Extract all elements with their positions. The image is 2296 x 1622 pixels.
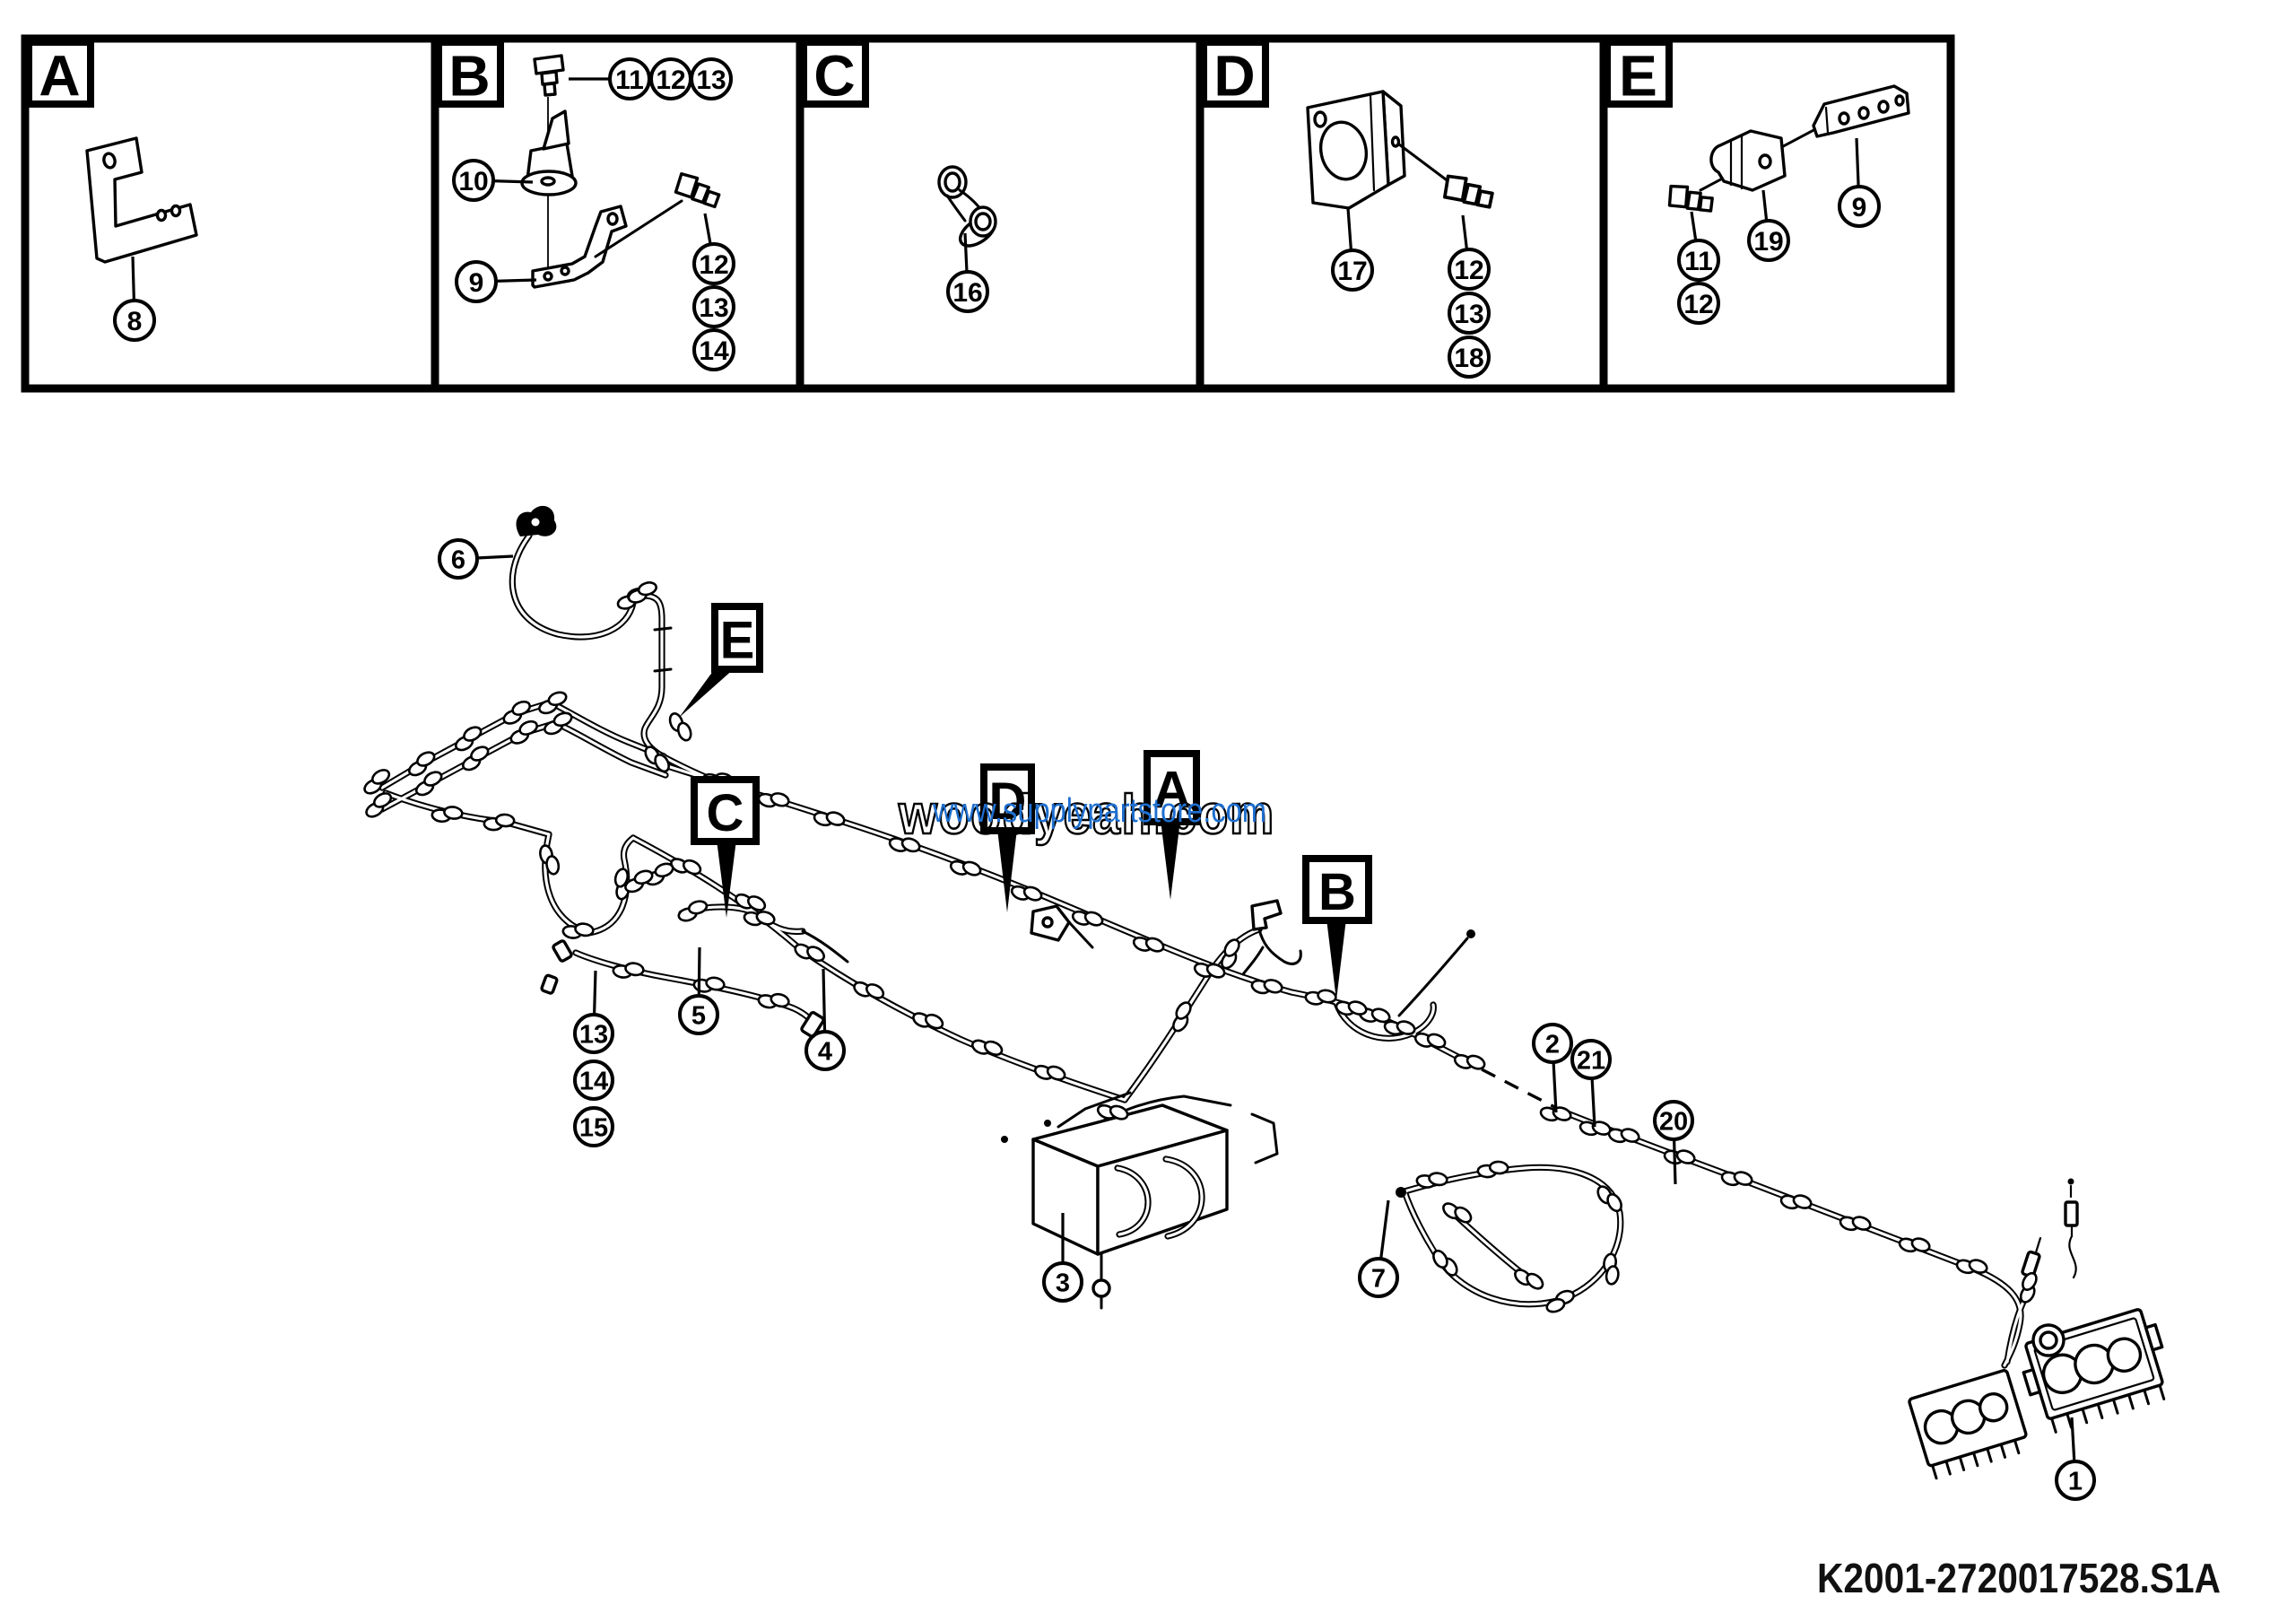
panel-callout-number-12: 12 — [656, 65, 685, 95]
doc-number: K2001-2720017528.S1A — [1817, 1555, 2221, 1601]
main-callout-number-3: 3 — [1056, 1269, 1070, 1298]
main-callout-circle-15 — [573, 1106, 614, 1147]
watermark-url-text: www.supplypartstore.com — [932, 792, 1266, 830]
main-callout-circle-7 — [1358, 1257, 1399, 1298]
section-marker-letter-B: B — [1318, 863, 1356, 921]
part-plate-assembly — [1306, 90, 1498, 214]
panel-label-A: A — [39, 44, 80, 109]
panel-callout-number-13: 13 — [699, 293, 728, 323]
section-marker-box-C — [691, 776, 760, 845]
panel-label-box-C — [800, 39, 869, 108]
section-marker-pointer-D — [997, 829, 1017, 912]
panel-callout-circle-9 — [455, 260, 498, 303]
main-callout-number-7: 7 — [1371, 1265, 1386, 1294]
panel-label-box-B — [435, 39, 504, 108]
section-marker-box-A — [1144, 750, 1200, 825]
panel-callout-number-10: 10 — [458, 167, 488, 196]
main-callout-circle-2 — [1532, 1023, 1573, 1064]
part-clamp-assembly — [520, 54, 725, 289]
main-callout-number-20: 20 — [1659, 1108, 1688, 1137]
panel-callout-circle-10 — [452, 159, 495, 202]
panel-callout-number-13: 13 — [696, 65, 726, 95]
main-callout-number-14: 14 — [579, 1068, 608, 1096]
panel-callout-number-13: 13 — [1454, 300, 1483, 329]
panel-label-B: B — [448, 44, 490, 109]
panel-callout-number-19: 19 — [1753, 227, 1783, 257]
section-marker-letter-D: D — [989, 772, 1027, 831]
panel-label-box-D — [1200, 39, 1269, 108]
panel-label-C: C — [813, 44, 855, 109]
main-callout-number-5: 5 — [691, 1002, 706, 1031]
lamp-clusters — [1396, 1178, 2166, 1480]
legend-panel-box — [21, 34, 1955, 393]
panel-callout-circle-13 — [690, 57, 733, 100]
main-callout-circle-6 — [438, 538, 479, 580]
main-callout-number-2: 2 — [1545, 1031, 1560, 1060]
panel-callout-number-12: 12 — [699, 250, 728, 280]
panel-callout-number-11: 11 — [1684, 247, 1713, 276]
main-callout-number-6: 6 — [451, 546, 465, 575]
panel-callout-circle-12 — [1677, 282, 1720, 325]
main-callout-circle-3 — [1042, 1261, 1083, 1303]
panel-callout-circle-13 — [1448, 292, 1491, 335]
panel-callout-circle-13 — [692, 285, 735, 328]
part-bracket — [85, 136, 198, 264]
panel-callout-number-9: 9 — [469, 268, 484, 298]
main-callout-circle-13 — [573, 1013, 614, 1054]
section-marker-pointer-E — [679, 667, 735, 718]
panel-callout-number-12: 12 — [1683, 290, 1713, 319]
section-marker-pointer-B — [1326, 919, 1346, 1000]
section-marker-box-E — [711, 603, 763, 673]
panel-callout-number-16: 16 — [952, 278, 982, 308]
panel-callout-circle-17 — [1331, 249, 1374, 292]
panel-label-D: D — [1213, 44, 1255, 109]
panel-label-E: E — [1619, 44, 1657, 109]
panel-callout-number-11: 11 — [615, 65, 644, 95]
panel-label-box-E — [1604, 39, 1673, 108]
panel-callout-circle-11 — [1677, 239, 1720, 282]
harness-wires — [382, 505, 2032, 1365]
panel-callout-circle-19 — [1747, 219, 1790, 262]
panel-callout-number-18: 18 — [1454, 344, 1483, 373]
panel-callout-number-8: 8 — [127, 307, 143, 336]
main-callout-circle-20 — [1653, 1100, 1694, 1141]
main-callout-circle-5 — [678, 994, 719, 1035]
panel-label-box-A — [25, 39, 94, 108]
section-marker-box-D — [980, 763, 1035, 834]
part-clamp-bracket — [1664, 84, 1910, 218]
panel-callout-number-17: 17 — [1337, 257, 1367, 286]
main-callout-number-13: 13 — [579, 1021, 608, 1050]
panel-callout-number-14: 14 — [699, 336, 729, 366]
panel-callout-number-12: 12 — [1454, 256, 1483, 285]
panel-callout-circle-8 — [113, 299, 156, 342]
panel-callout-circle-9 — [1838, 185, 1881, 228]
section-marker-letter-A: A — [1153, 762, 1191, 820]
section-marker-pointer-A — [1161, 820, 1180, 900]
main-callout-circle-1 — [2055, 1460, 2096, 1501]
main-callout-number-4: 4 — [818, 1038, 832, 1067]
harness-artwork — [85, 54, 2166, 1480]
section-marker-pointer-C — [717, 840, 736, 918]
control-box — [1001, 1091, 1279, 1310]
part-clip — [937, 165, 997, 248]
main-callout-circle-21 — [1570, 1039, 1612, 1080]
main-callout-circle-14 — [573, 1060, 614, 1101]
section-marker-letter-C: C — [707, 784, 744, 842]
main-callout-number-15: 15 — [579, 1114, 608, 1143]
panel-callout-number-9: 9 — [1852, 193, 1867, 222]
section-marker-letter-E: E — [720, 612, 755, 670]
harness-small-parts — [540, 899, 1302, 1038]
panel-callout-circle-12 — [1448, 248, 1491, 291]
panel-callout-circle-16 — [946, 270, 989, 313]
watermark-outline-text: woodyeah.com — [898, 784, 1275, 846]
panel-callout-circle-14 — [692, 328, 735, 371]
main-callout-number-21: 21 — [1577, 1047, 1605, 1076]
main-callout-circle-4 — [804, 1030, 846, 1071]
main-callout-number-1: 1 — [2068, 1468, 2083, 1496]
panel-callout-circle-18 — [1448, 336, 1491, 379]
panel-callout-circle-12 — [692, 242, 735, 285]
section-marker-box-B — [1302, 855, 1372, 924]
